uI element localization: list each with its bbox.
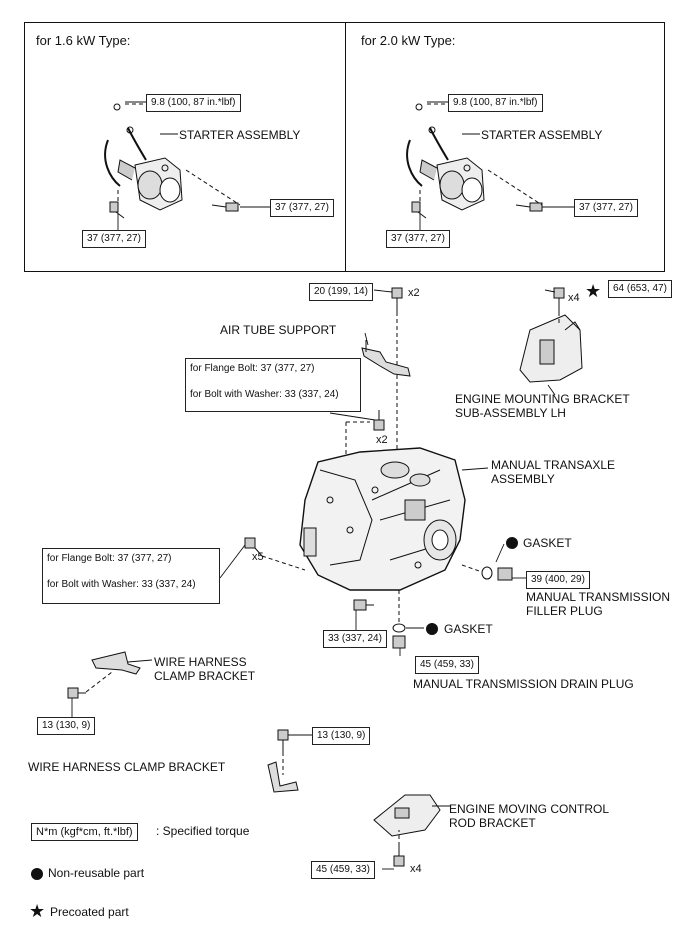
- panel-1-6kw: [24, 22, 346, 272]
- manual-transaxle-drawing: [299, 447, 466, 591]
- gasket-filler-label: GASKET: [523, 536, 572, 550]
- wire-clamp-upper-drawing: [67, 651, 141, 699]
- panel-2-bolt-torque-left: 37 (377, 27): [386, 230, 450, 248]
- panel-2-bolt-torque-right: 37 (377, 27): [574, 199, 638, 217]
- engine-mount-qty: x4: [568, 292, 580, 304]
- legend-non-reusable: Non-reusable part: [48, 866, 145, 880]
- flange-box-left-line2: for Bolt with Washer: 33 (337, 24): [47, 579, 196, 590]
- drain-plug-torque: 45 (459, 33): [415, 656, 479, 674]
- filler-plug-drawing: [481, 566, 513, 581]
- panel-1-bolt-torque-right: 37 (377, 27): [270, 199, 334, 217]
- starter-assembly-1-drawing: [104, 103, 239, 219]
- gasket-drain-label: GASKET: [444, 622, 493, 636]
- engine-moving-qty: x4: [410, 863, 422, 875]
- panel-1-bolt-torque-left: 37 (377, 27): [82, 230, 146, 248]
- engine-mount-label-line2: SUB-ASSEMBLY LH: [455, 406, 566, 420]
- precoated-star-icon: ★: [585, 281, 602, 301]
- flange-box-left: for Flange Bolt: 37 (377, 27) for Bolt w…: [42, 548, 220, 604]
- panel-2-nut-torque: 9.8 (100, 87 in.*lbf): [448, 94, 543, 112]
- engine-mount-label-line1: ENGINE MOUNTING BRACKET: [455, 392, 630, 406]
- lower-bolt-drawing: [353, 599, 374, 611]
- upper-bolt-drawing: [373, 410, 385, 431]
- wire-clamp-lower-torque: 13 (130, 9): [312, 727, 371, 745]
- air-tube-support-label: AIR TUBE SUPPORT: [220, 323, 337, 337]
- panel-2-title: for 2.0 kW Type:: [361, 33, 456, 48]
- air-tube-support-drawing: [361, 340, 411, 377]
- filler-plug-torque: 39 (400, 29): [526, 571, 590, 589]
- flange-box-left-qty: x5: [252, 551, 264, 563]
- filler-plug-label-line2: FILLER PLUG: [526, 604, 603, 618]
- panel-2-0kw: [345, 22, 665, 272]
- panel-1-nut-torque: 9.8 (100, 87 in.*lbf): [146, 94, 241, 112]
- engine-mount-torque: 64 (653, 47): [608, 280, 672, 298]
- starter-assembly-2-drawing: [406, 103, 543, 219]
- wire-clamp-upper-label-line1: WIRE HARNESS: [154, 655, 247, 669]
- left-bolt-drawing: [244, 537, 263, 557]
- engine-moving-label-line1: ENGINE MOVING CONTROL: [449, 802, 610, 816]
- drain-plug-drawing: [392, 623, 406, 649]
- top-bolt-torque: 20 (199, 14): [309, 283, 373, 301]
- legend-unit-box: N*m (kgf*cm, ft.*lbf): [31, 823, 138, 841]
- top-bolt-qty: x2: [408, 287, 420, 299]
- transaxle-label-line1: MANUAL TRANSAXLE: [491, 458, 616, 472]
- flange-box-left-line1: for Flange Bolt: 37 (377, 27): [47, 553, 172, 564]
- legend-precoated: Precoated part: [50, 905, 129, 919]
- wire-clamp-lower-label: WIRE HARNESS CLAMP BRACKET: [28, 760, 226, 774]
- gasket-drain-dot-icon: [426, 623, 438, 635]
- wire-clamp-upper-label-line2: CLAMP BRACKET: [154, 669, 256, 683]
- panel-2-starter-label: STARTER ASSEMBLY: [481, 128, 603, 142]
- engine-moving-bracket-drawing: [373, 794, 441, 867]
- top-bolt-drawing: [391, 287, 403, 312]
- flange-box-upper: for Flange Bolt: 37 (377, 27) for Bolt w…: [185, 358, 361, 412]
- wire-clamp-lower-drawing: [267, 729, 299, 793]
- wire-clamp-upper-torque: 13 (130, 9): [37, 717, 96, 735]
- non-reusable-dot-icon: [31, 868, 43, 880]
- legend-star-icon: ★: [29, 901, 46, 921]
- flange-box-upper-qty: x2: [376, 434, 388, 446]
- transaxle-label-line2: ASSEMBLY: [491, 472, 555, 486]
- engine-moving-label-line2: ROD BRACKET: [449, 816, 536, 830]
- engine-mounting-bracket-drawing: [519, 287, 583, 383]
- flange-box-upper-line2: for Bolt with Washer: 33 (337, 24): [190, 389, 339, 400]
- panel-1-starter-label: STARTER ASSEMBLY: [179, 128, 301, 142]
- flange-box-upper-line1: for Flange Bolt: 37 (377, 27): [190, 363, 315, 374]
- engine-moving-torque: 45 (459, 33): [311, 861, 375, 879]
- gasket-filler-dot-icon: [506, 537, 518, 549]
- filler-plug-label-line1: MANUAL TRANSMISSION: [526, 590, 671, 604]
- drain-plug-label: MANUAL TRANSMISSION DRAIN PLUG: [413, 677, 634, 691]
- legend-unit-desc: : Specified torque: [156, 824, 250, 838]
- panel-1-title: for 1.6 kW Type:: [36, 33, 131, 48]
- lower-bolt-torque: 33 (337, 24): [323, 630, 387, 648]
